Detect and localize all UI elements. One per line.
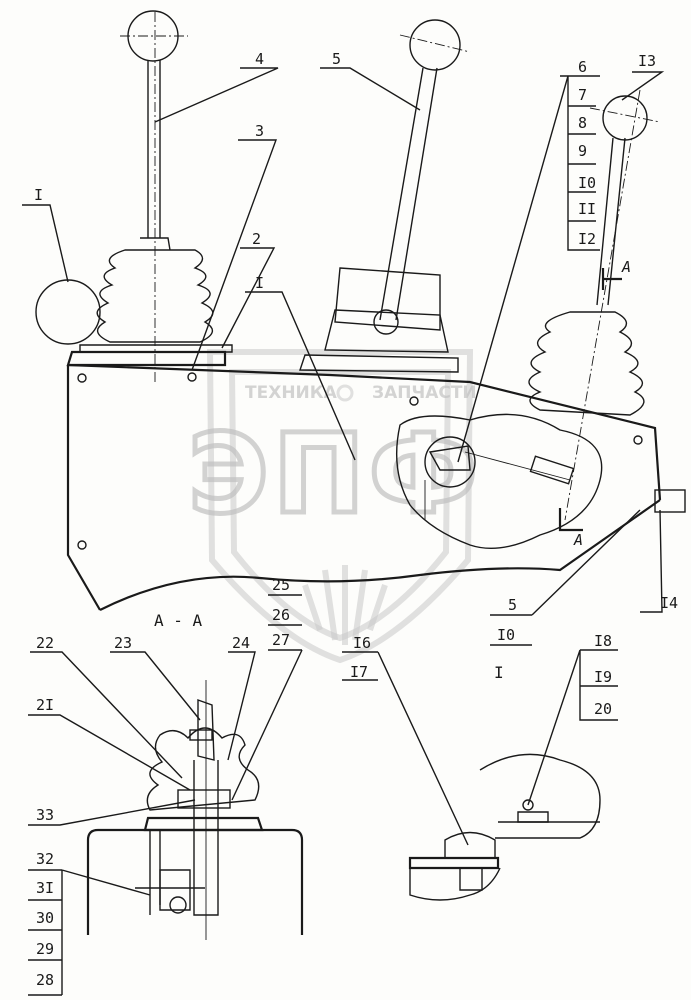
watermark-right-text: ЗАПЧАСТИ bbox=[372, 383, 477, 403]
callout-6: 6 bbox=[578, 58, 587, 76]
detail-title: I bbox=[494, 663, 504, 682]
callout-14: I4 bbox=[660, 594, 678, 612]
watermark-logo: ТЕХНИКА ЗАПЧАСТИ ЭПФ bbox=[186, 349, 482, 664]
callout-33: 33 bbox=[36, 806, 54, 824]
callout-10-bottom: I0 bbox=[497, 626, 515, 644]
callout-26: 26 bbox=[272, 606, 290, 624]
gear-icon bbox=[336, 384, 354, 402]
callout-7: 7 bbox=[578, 86, 587, 104]
callout-31: 3I bbox=[36, 879, 54, 897]
callout-8: 8 bbox=[578, 114, 587, 132]
section-arrow-label-top: A bbox=[621, 258, 631, 276]
callout-18: I8 bbox=[594, 632, 612, 650]
callout-10-top: I0 bbox=[578, 174, 596, 192]
callout-16: I6 bbox=[353, 634, 371, 652]
callout-labels: I 4 3 2 I 5 6 7 8 9 I0 II I2 I3 5 I0 I4 … bbox=[34, 50, 678, 989]
callout-17: I7 bbox=[350, 663, 368, 681]
leader-lines bbox=[22, 67, 665, 996]
callout-3: 3 bbox=[255, 122, 264, 140]
callout-20: 20 bbox=[594, 700, 612, 718]
callout-22: 22 bbox=[36, 634, 54, 652]
callout-19: I9 bbox=[594, 668, 612, 686]
detail-circle-I bbox=[35, 279, 101, 345]
section-title: A - A bbox=[154, 611, 203, 630]
callout-13: I3 bbox=[638, 52, 656, 70]
callout-I-center: I bbox=[255, 274, 264, 292]
detail-I bbox=[408, 753, 601, 901]
watermark-left-text: ТЕХНИКА bbox=[245, 383, 338, 403]
section-arrow-label-bottom: A bbox=[573, 531, 583, 549]
callout-30: 30 bbox=[36, 909, 54, 927]
callout-27: 27 bbox=[272, 631, 290, 649]
watermark-logo-text: ЭПФ bbox=[188, 410, 482, 538]
callout-12: I2 bbox=[578, 230, 596, 248]
lever-13 bbox=[528, 89, 661, 532]
callout-4: 4 bbox=[255, 50, 264, 68]
callout-25: 25 bbox=[272, 576, 290, 594]
lever-5 bbox=[299, 19, 471, 373]
callout-21: 2I bbox=[36, 696, 54, 714]
callout-24: 24 bbox=[232, 634, 250, 652]
callout-5-top: 5 bbox=[332, 50, 341, 68]
lever-4 bbox=[79, 10, 233, 385]
main-housing bbox=[66, 350, 686, 611]
callout-9: 9 bbox=[578, 142, 587, 160]
callout-23: 23 bbox=[114, 634, 132, 652]
callout-I-left: I bbox=[34, 186, 43, 204]
callout-29: 29 bbox=[36, 940, 54, 958]
callout-32: 32 bbox=[36, 850, 54, 868]
callout-11: II bbox=[578, 200, 596, 218]
callout-2: 2 bbox=[252, 230, 261, 248]
callout-5-bottom: 5 bbox=[508, 596, 517, 614]
callout-28: 28 bbox=[36, 971, 54, 989]
